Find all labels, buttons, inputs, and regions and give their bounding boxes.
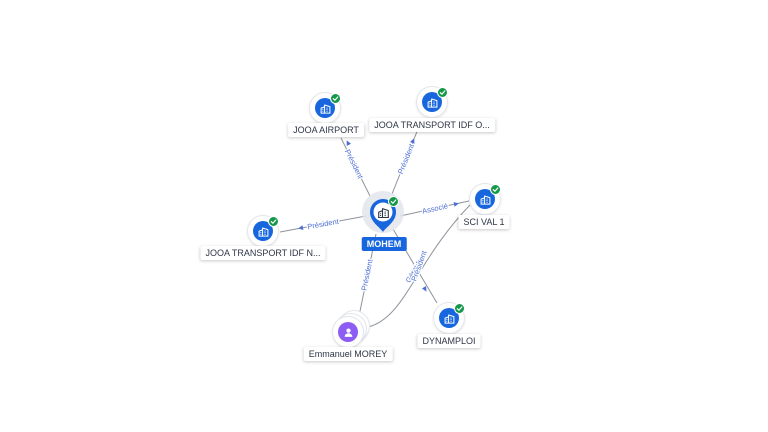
person-icon	[338, 322, 358, 342]
node-jooa-transport-idf-o[interactable]	[417, 87, 448, 117]
node-label-jooa-airport[interactable]: JOOA AIRPORT	[288, 123, 364, 137]
edge-label-mohem-sci-val-1: Associé	[421, 201, 449, 215]
center-node-mohem[interactable]	[368, 198, 398, 234]
building-icon	[475, 189, 495, 209]
verified-check-icon	[490, 184, 501, 195]
node-label-sci-val-1[interactable]: SCI VAL 1	[458, 215, 510, 229]
node-jooa-transport-idf-n[interactable]	[248, 216, 279, 246]
verified-check-icon	[388, 196, 399, 207]
building-icon	[315, 98, 335, 118]
edge-arrow-dynamploi	[421, 286, 427, 292]
verified-check-icon	[437, 87, 448, 98]
node-sci-val-1[interactable]	[470, 184, 501, 214]
edge-arrow-jooa-airport	[346, 140, 352, 146]
center-node-label[interactable]: MOHEM	[361, 237, 407, 251]
edge-arrow-sci-val-1	[453, 202, 459, 207]
building-icon	[439, 308, 459, 328]
edge-arrow-jooa-transport-idf-o	[410, 138, 415, 144]
edge-label-mohem-jooa-airport: Président	[343, 148, 366, 181]
building-icon	[253, 221, 273, 241]
edge-mohem-jooa-airport	[340, 137, 371, 197]
building-icon	[378, 208, 389, 219]
edge-mohem-jooa-transport-idf-o	[391, 123, 421, 195]
node-label-jooa-transport-idf-o[interactable]: JOOA TRANSPORT IDF O...	[369, 118, 495, 132]
verified-check-icon	[330, 93, 341, 104]
edge-label-mohem-jooa-transport-idf-n: Président	[307, 217, 341, 232]
edge-mohem-jooa-transport-idf-n	[279, 215, 367, 233]
edge-arrow-jooa-transport-idf-n	[298, 225, 304, 230]
verified-check-icon	[454, 303, 465, 314]
node-emmanuel-morey[interactable]	[333, 317, 363, 347]
node-label-jooa-transport-idf-n[interactable]: JOOA TRANSPORT IDF N...	[200, 246, 326, 260]
edge-label-emmanuel-morey-mohem: Président	[359, 258, 374, 292]
node-label-emmanuel-morey[interactable]: Emmanuel MOREY	[303, 347, 393, 361]
building-icon	[422, 92, 442, 112]
verified-check-icon	[268, 216, 279, 227]
node-jooa-airport[interactable]	[310, 93, 341, 123]
node-dynamploi[interactable]	[434, 303, 465, 333]
node-label-dynamploi[interactable]: DYNAMPLOI	[417, 334, 481, 348]
edge-emmanuel-morey-sci-val-1	[367, 204, 471, 328]
edge-label-mohem-jooa-transport-idf-o: Président	[396, 142, 416, 176]
